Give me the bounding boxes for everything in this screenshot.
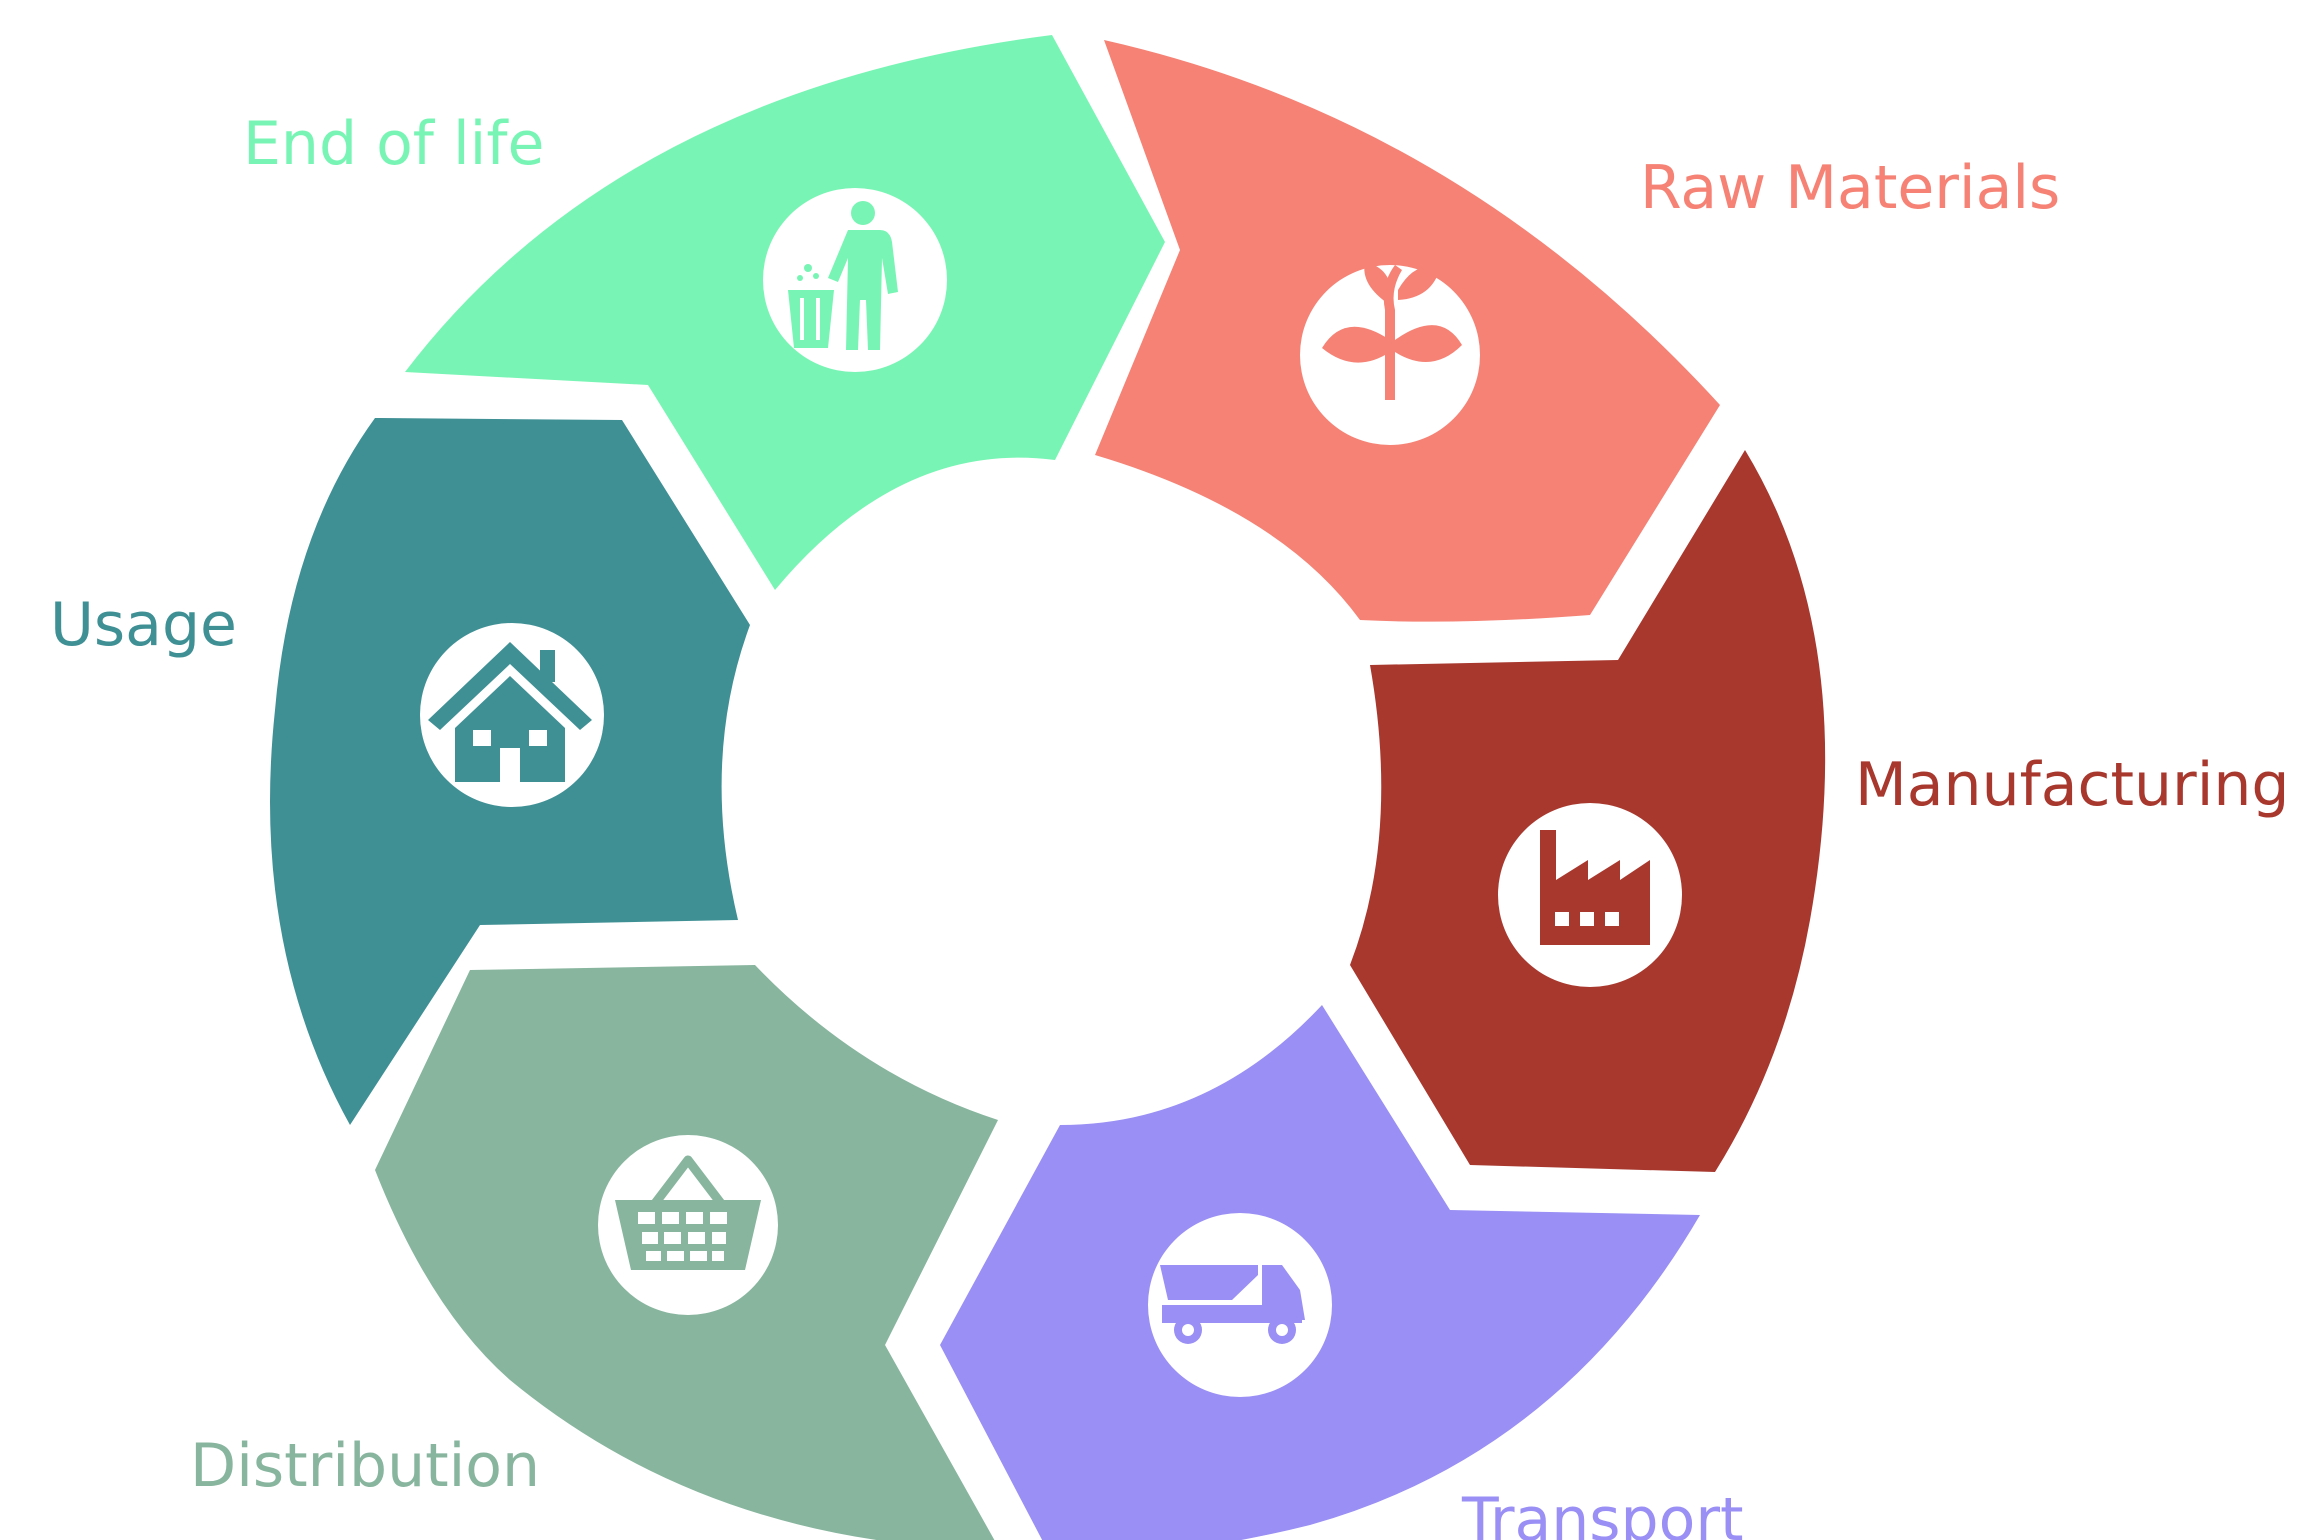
factory-icon <box>1540 830 1650 945</box>
segment-transport <box>940 1005 1700 1540</box>
plant-icon <box>1322 262 1462 400</box>
label-distribution: Distribution <box>190 1431 540 1501</box>
shopping-basket-icon <box>615 1155 761 1270</box>
segment-distribution <box>375 965 998 1540</box>
segment-usage <box>270 418 750 1125</box>
label-end-of-life: End of life <box>243 109 544 179</box>
label-usage: Usage <box>50 590 237 660</box>
label-manufacturing: Manufacturing <box>1855 750 2289 820</box>
house-icon <box>428 642 592 782</box>
segment-manufacturing <box>1350 450 1826 1172</box>
segment-raw-materials <box>1095 40 1720 622</box>
segment-end-of-life <box>405 35 1165 590</box>
label-raw-materials: Raw Materials <box>1640 153 2060 223</box>
truck-icon <box>1160 1265 1305 1344</box>
trash-bin-person-icon <box>788 201 898 350</box>
label-transport: Transport <box>1461 1485 1744 1540</box>
